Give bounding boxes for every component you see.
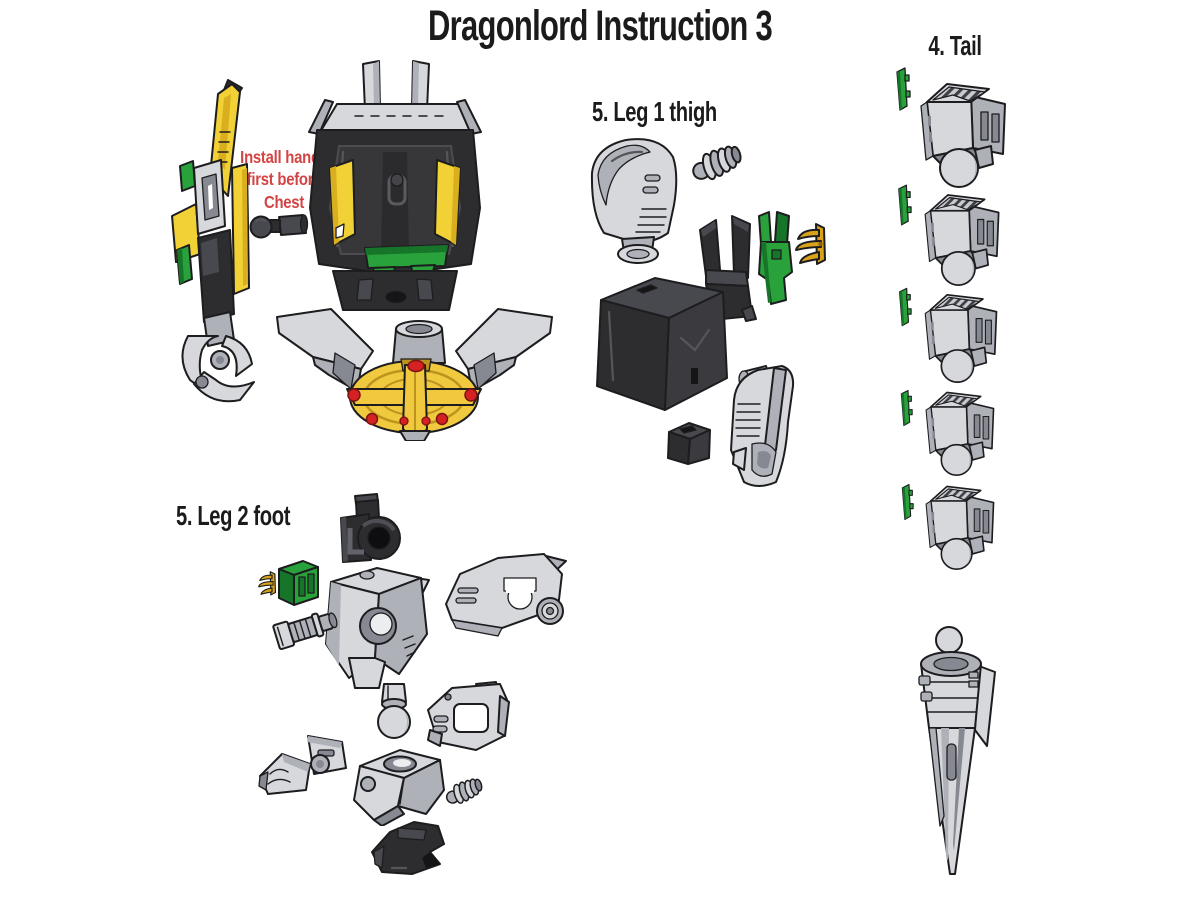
tail-tip-spike: [903, 626, 1003, 881]
chest-block: [303, 56, 487, 316]
foot-bracket: [418, 680, 510, 754]
section-label-leg1-thigh: 5. Leg 1 thigh: [592, 96, 717, 127]
thigh-armor-shell: [582, 133, 684, 265]
piston-screw: [270, 602, 342, 654]
heel-plate: [440, 548, 570, 640]
foot-core-block: [344, 744, 450, 826]
green-spine-clip: [899, 480, 914, 524]
section-label-leg2-foot: 5. Leg 2 foot: [176, 500, 291, 531]
screw-spring-2: [445, 774, 485, 810]
hip-cube: [663, 418, 715, 468]
thigh-core-block: [593, 272, 733, 420]
knee-shin-armor: [718, 356, 800, 490]
tail-segment: [915, 188, 1007, 286]
toe-armor: [256, 728, 353, 802]
waist-wings-gold-disc: [273, 303, 556, 441]
screw-spring-1: [691, 144, 745, 184]
ankle-ring-L: [335, 492, 403, 564]
tail-segment: [915, 288, 1005, 383]
green-spine-clip: [895, 183, 912, 227]
section-label-tail: 4. Tail: [928, 30, 982, 61]
install-note: Install hands first before Chest: [240, 147, 328, 212]
tail-segment: [918, 480, 1000, 570]
green-spine-clip: [898, 386, 913, 430]
green-spine-clip: [893, 66, 911, 112]
ball-joint-peg: [374, 682, 412, 740]
left-arm-assembly: [168, 74, 272, 406]
green-spine-clip: [896, 285, 912, 329]
tail-segment: [913, 76, 1011, 188]
toe-cap-black: [368, 816, 450, 878]
gold-claw-1: [791, 221, 828, 266]
hand-ball-peg: [249, 210, 311, 240]
tail-segment: [917, 386, 1001, 476]
page-title: Dragonlord Instruction 3: [428, 2, 773, 50]
